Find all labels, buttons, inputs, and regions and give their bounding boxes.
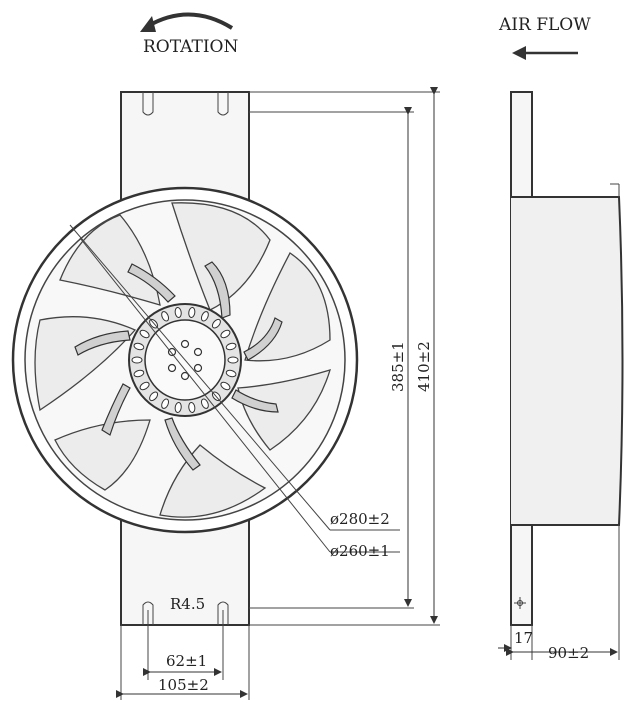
hub-vent-slot [220, 381, 231, 391]
dimension-flange-thickness: 17 [514, 629, 533, 647]
hub-vent-slot [220, 329, 231, 339]
hub-vent-slot [225, 369, 237, 378]
hub-ribs [74, 261, 283, 471]
hub-holes [167, 339, 203, 381]
front-view: ø280±2 ø260±1 385±1 410±2 R4.5 62±1 105±… [11, 87, 440, 700]
rotation-indicator: ROTATION [140, 12, 238, 57]
air-flow-indicator: AIR FLOW [498, 15, 591, 60]
hub-vent-slot [225, 342, 237, 351]
diameter-leader-outer [69, 224, 331, 531]
dimension-radius: R4.5 [170, 595, 205, 613]
hub-vent-slot [174, 307, 182, 318]
air-flow-label: AIR FLOW [498, 15, 591, 35]
hub-vent-slot [188, 402, 196, 413]
rotation-label: ROTATION [143, 37, 238, 57]
dimension-depth: 90±2 [548, 644, 589, 662]
rotation-arrow-icon [147, 12, 234, 30]
hub-vent-slot [139, 381, 150, 391]
dimension-inner-height: 385±1 [389, 341, 407, 392]
side-housing [511, 196, 624, 526]
hub-vent-slot [174, 402, 182, 413]
diameter-leader-inner [79, 237, 331, 553]
dimension-outer-diameter: ø280±2 [330, 510, 390, 528]
hub-vent-slot [161, 398, 170, 409]
bottom-slot-left [142, 601, 154, 625]
dimension-slot-spacing: 62±1 [166, 652, 207, 670]
hub-vent-slot [131, 356, 143, 364]
top-slot-right [217, 92, 229, 116]
hub-vent-slot [227, 356, 239, 364]
hub-vent-slot [133, 369, 145, 378]
hub-vent-slot [200, 398, 209, 409]
side-view: 17 90±2 [498, 91, 624, 662]
bottom-slot-right [217, 601, 229, 625]
dimension-outer-height: 410±2 [415, 341, 433, 392]
hub-vent-slot [139, 329, 150, 339]
hub-vent-slot [211, 318, 221, 329]
dimension-frame-width: 105±2 [158, 676, 209, 694]
hub-vent-slot [161, 311, 170, 322]
hub-vent-slot [133, 342, 145, 351]
hub-vent-slot [188, 307, 196, 318]
hub-vent-slot [200, 311, 209, 322]
dimension-inner-diameter: ø260±1 [330, 542, 390, 560]
hub-vent-slot [149, 391, 159, 402]
top-slot-left [142, 92, 154, 116]
